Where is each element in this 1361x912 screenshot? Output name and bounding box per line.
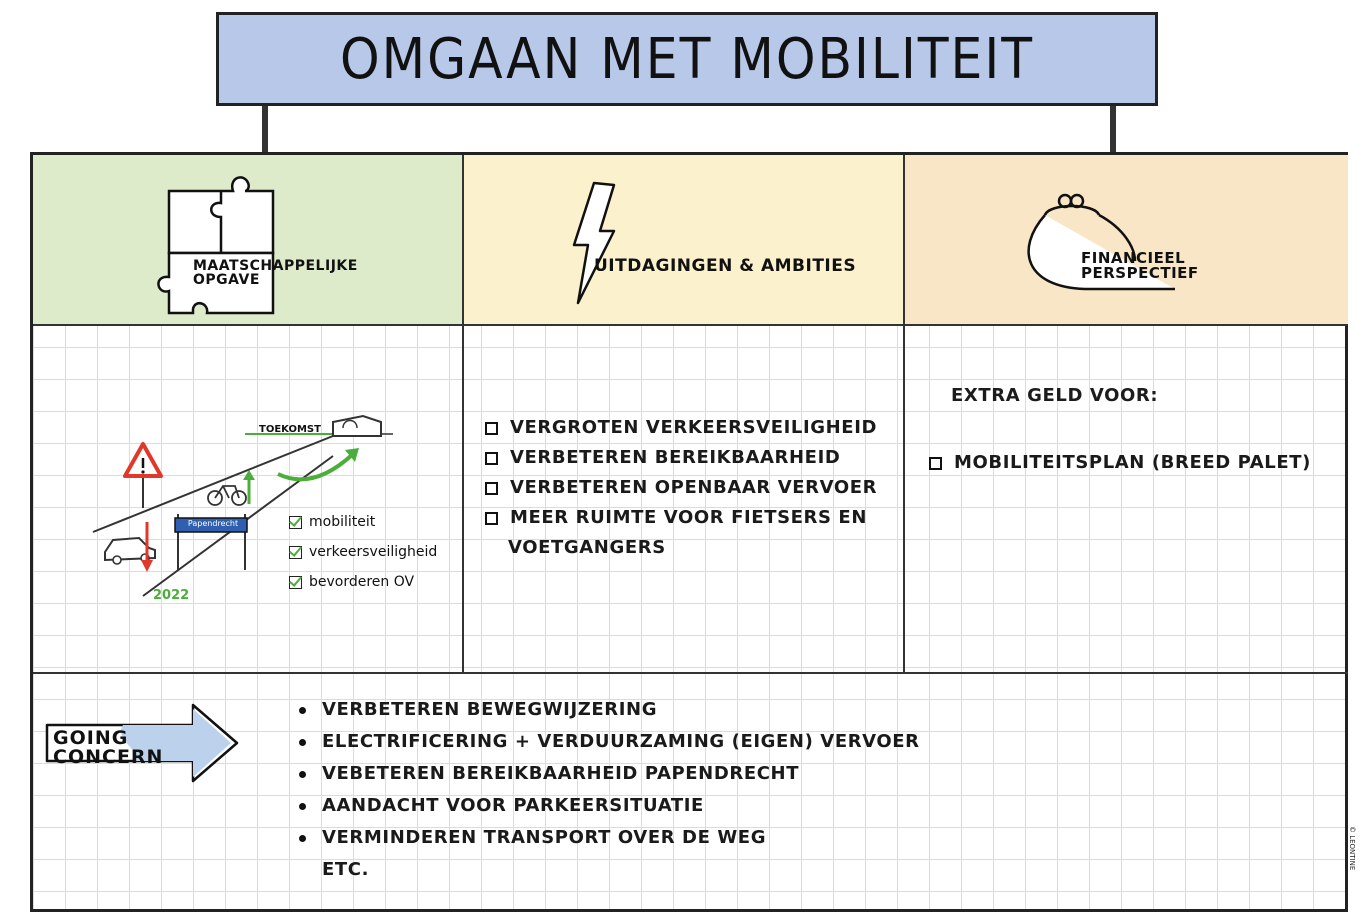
col1-illustration: TOEKOMST 2022 Papendrecht mobiliteit ver…: [33, 326, 462, 672]
header-label-col2: UITDAGINGEN & AMBITIES: [594, 256, 857, 276]
bullet-dot-icon: [299, 802, 306, 810]
list-item-continuation: VOETGANGERS: [508, 537, 666, 558]
bullet-square-icon: [929, 456, 942, 470]
bullet-dot-icon: [299, 738, 306, 746]
divider-col1: [462, 326, 464, 674]
place-sign-label: Papendrecht: [187, 519, 239, 528]
bullet-dot-icon: [299, 834, 306, 842]
divider-row: [33, 672, 1348, 674]
list-item: MEER RUIMTE VOOR FIETSERS EN: [485, 503, 877, 533]
list-item: VERBETEREN OPENBAAR VERVOER: [485, 473, 877, 503]
title-sign: OMGAAN MET MOBILITEIT: [216, 12, 1158, 106]
col2-list: VERGROTEN VERKEERSVEILIGHEID VERBETEREN …: [485, 413, 877, 563]
bullet-square-icon: [485, 481, 498, 495]
checkbox-icon: [289, 515, 302, 529]
list-item: VERGROTEN VERKEERSVEILIGHEID: [485, 413, 877, 443]
col3-intro: EXTRA GELD VOOR:: [951, 385, 1159, 406]
divider-col2: [903, 326, 905, 674]
credit-label: © LEONTINE: [1348, 826, 1356, 871]
bullet-square-icon: [485, 511, 498, 525]
list-item-continuation: ETC.: [322, 859, 370, 880]
bullet-dot-icon: [299, 770, 306, 778]
bullet-dot-icon: [299, 706, 306, 714]
check-item: bevorderen OV: [289, 574, 414, 590]
bicycle-icon: [207, 485, 247, 506]
header-maatschappelijke-opgave: MAATSCHAPPELIJKE OPGAVE: [33, 155, 464, 326]
board: MAATSCHAPPELIJKE OPGAVE UITDAGINGEN & AM…: [30, 152, 1348, 912]
list-item: VERBETEREN BEWEGWIJZERING: [299, 694, 920, 726]
puzzle-icon: [157, 176, 275, 315]
check-item: mobiliteit: [289, 514, 375, 530]
checkbox-icon: [289, 575, 302, 589]
checkbox-icon: [289, 545, 302, 559]
header-label-col1: MAATSCHAPPELIJKE OPGAVE: [193, 258, 358, 288]
future-label: TOEKOMST: [259, 424, 321, 435]
header-financieel-perspectief: FINANCIEEL PERSPECTIEF: [905, 155, 1348, 326]
header-label-col3: FINANCIEEL PERSPECTIEF: [1081, 249, 1199, 282]
bullet-square-icon: [485, 421, 498, 435]
going-concern-arrow-icon: [45, 703, 239, 783]
year-label: 2022: [153, 588, 190, 603]
going-concern-list: VERBETEREN BEWEGWIJZERING ELECTRIFICERIN…: [299, 694, 920, 886]
going-concern-label: GOING CONCERN: [53, 727, 164, 768]
list-item: ELECTRIFICERING + VERDUURZAMING (EIGEN) …: [299, 726, 920, 758]
list-item: AANDACHT VOOR PARKEERSITUATIE: [299, 790, 920, 822]
sign-post-right: [1110, 104, 1116, 154]
purse-icon: [1027, 193, 1175, 291]
page-title: OMGAAN MET MOBILITEIT: [339, 26, 1034, 92]
lightning-icon: [572, 181, 616, 305]
header-uitdagingen-ambities: UITDAGINGEN & AMBITIES: [464, 155, 905, 326]
sign-post-left: [262, 104, 268, 154]
list-item: VERMINDEREN TRANSPORT OVER DE WEG: [299, 822, 920, 854]
check-item: verkeersveiligheid: [289, 544, 437, 560]
col3-list: MOBILITEITSPLAN (BREED PALET): [929, 448, 1311, 478]
list-item: VERBETEREN BEREIKBAARHEID: [485, 443, 877, 473]
list-item: MOBILITEITSPLAN (BREED PALET): [929, 448, 1311, 478]
list-item: VEBETEREN BEREIKBAARHEID PAPENDRECHT: [299, 758, 920, 790]
road-illustration: [92, 414, 393, 597]
bullet-square-icon: [485, 451, 498, 465]
